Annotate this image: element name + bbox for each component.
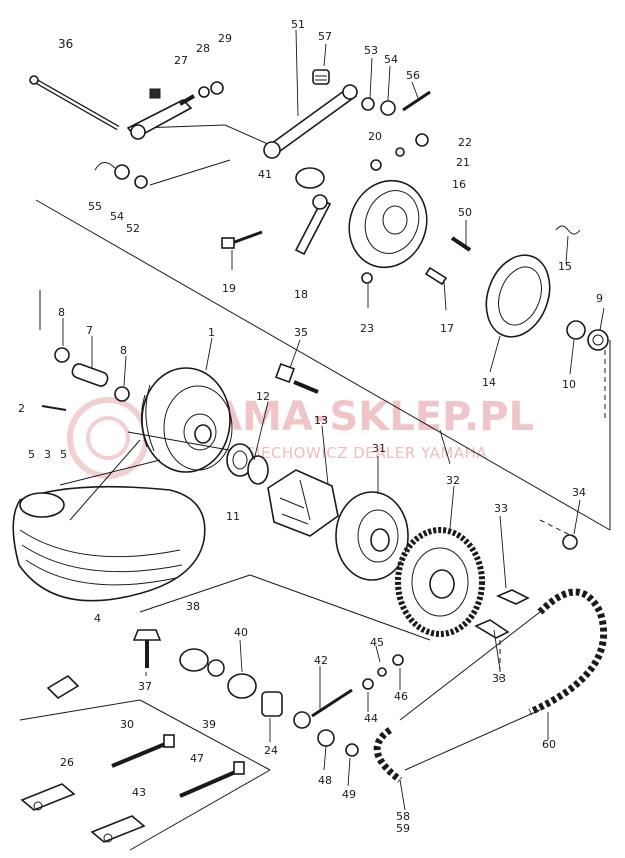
callout-44: 44 xyxy=(364,712,378,725)
callout-50: 50 xyxy=(458,206,472,219)
hub-damper xyxy=(267,469,339,537)
callout-10: 10 xyxy=(562,378,576,391)
brake-shoe-plate xyxy=(348,179,472,286)
callout-15: 15 xyxy=(558,260,572,273)
callout-5-right: 5 xyxy=(60,448,67,461)
bracket-bolts xyxy=(20,734,245,843)
callout-20: 20 xyxy=(368,130,382,143)
callout-7: 7 xyxy=(86,324,93,337)
watermark-subtitle: SIECHOWICZ DEALER YAMAHA xyxy=(246,444,487,462)
wheel-rim xyxy=(12,439,206,602)
callout-51: 51 xyxy=(291,18,305,31)
drive-chain xyxy=(373,588,608,783)
callout-32: 32 xyxy=(446,474,460,487)
callout-55: 55 xyxy=(88,200,102,213)
callout-54-left: 54 xyxy=(110,210,124,223)
callout-53: 53 xyxy=(364,44,378,57)
callout-41: 41 xyxy=(258,168,272,181)
clutch-hub-bolt xyxy=(275,363,319,394)
callout-46: 46 xyxy=(394,690,408,703)
callout-23: 23 xyxy=(360,322,374,335)
leader-lines xyxy=(62,29,605,811)
callout-47: 47 xyxy=(190,752,204,765)
callout-49: 49 xyxy=(342,788,356,801)
wheel-hub xyxy=(127,367,241,473)
callout-4: 4 xyxy=(94,612,101,625)
callout-58: 58 xyxy=(396,810,410,823)
chain-puller xyxy=(126,81,224,140)
callout-34: 34 xyxy=(572,486,586,499)
callout-8-mid: 8 xyxy=(120,344,127,357)
callout-3: 3 xyxy=(44,448,51,461)
bracket-small xyxy=(46,674,80,700)
callout-26: 26 xyxy=(60,756,74,769)
callout-30: 30 xyxy=(120,718,134,731)
callout-5-left: 5 xyxy=(28,448,35,461)
callout-52: 52 xyxy=(126,222,140,235)
callout-31: 31 xyxy=(372,442,386,455)
callout-37: 37 xyxy=(138,680,152,693)
brake-arm xyxy=(221,133,429,256)
rear-axle xyxy=(29,75,120,131)
group-boundaries xyxy=(19,124,611,851)
callout-12: 12 xyxy=(256,390,270,403)
callout-19: 19 xyxy=(222,282,236,295)
watermark-title: YAMA-SKLEP.PL xyxy=(185,394,534,440)
callout-54-top: 54 xyxy=(384,53,398,66)
callout-60: 60 xyxy=(542,738,556,751)
brake-shoes xyxy=(485,225,609,351)
callout-57: 57 xyxy=(318,30,332,43)
callout-13: 13 xyxy=(314,414,328,427)
callout-42: 42 xyxy=(314,654,328,667)
callout-29: 29 xyxy=(218,32,232,45)
hub-bearing xyxy=(226,443,269,485)
callout-40: 40 xyxy=(234,626,248,639)
callout-38: 38 xyxy=(186,600,200,613)
callout-labels: 36 27 28 29 51 57 53 54 56 20 22 21 41 1… xyxy=(18,18,603,835)
callout-45: 45 xyxy=(370,636,384,649)
lock-washers xyxy=(474,534,578,639)
callout-14: 14 xyxy=(482,376,496,389)
rear-sprocket xyxy=(395,527,485,637)
callout-28: 28 xyxy=(196,42,210,55)
callout-8-top: 8 xyxy=(58,306,65,319)
callout-39: 39 xyxy=(202,718,216,731)
callout-36: 36 xyxy=(58,37,73,51)
callout-21: 21 xyxy=(456,156,470,169)
callout-2: 2 xyxy=(18,402,25,415)
callout-11: 11 xyxy=(226,510,240,523)
chain-puller-left xyxy=(94,162,148,189)
callout-1: 1 xyxy=(208,326,215,339)
callout-33-top: 33 xyxy=(494,502,508,515)
watermark: YAMA-SKLEP.PL SIECHOWICZ DEALER YAMAHA xyxy=(67,394,534,479)
callout-16: 16 xyxy=(452,178,466,191)
callout-27: 27 xyxy=(174,54,188,67)
sprocket-hub xyxy=(335,491,409,581)
chain-tension-group xyxy=(132,629,404,757)
callout-24: 24 xyxy=(264,744,278,757)
callout-48: 48 xyxy=(318,774,332,787)
callout-33-bottom: 33 xyxy=(492,672,506,685)
reference-lines xyxy=(499,350,606,680)
callout-56: 56 xyxy=(406,69,420,82)
tension-bar xyxy=(263,69,431,159)
callout-9: 9 xyxy=(596,292,603,305)
callout-22: 22 xyxy=(458,136,472,149)
callout-59: 59 xyxy=(396,822,410,835)
callout-17: 17 xyxy=(440,322,454,335)
callout-35: 35 xyxy=(294,326,308,339)
callout-43: 43 xyxy=(132,786,146,799)
callout-18: 18 xyxy=(294,288,308,301)
hub-spacers xyxy=(41,347,130,411)
